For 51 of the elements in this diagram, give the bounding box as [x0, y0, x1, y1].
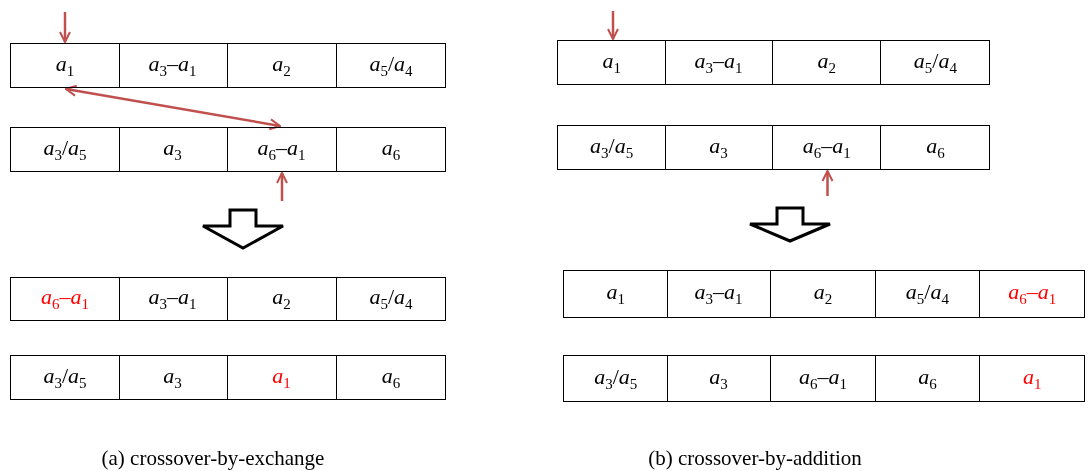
- cell-value: a$_{5}$/a$_{4}$: [369, 284, 413, 314]
- cell-value: a$_{6}$–a$_{1}$: [802, 132, 851, 163]
- cell-value: a$_{3}$–a$_{1}$: [694, 279, 743, 309]
- cell-value: a$_{1}$: [606, 279, 625, 309]
- arrow: [821, 170, 834, 196]
- array-row: [10, 43, 446, 88]
- cell-value: a$_{3}$/a$_{5}$: [43, 134, 87, 165]
- cell-value: a$_{3}$/a$_{5}$: [594, 363, 638, 394]
- cell-value: a$_{6}$–a$_{1}$: [41, 284, 89, 314]
- cell-value: a$_{6}$: [918, 363, 937, 394]
- cell-value: a$_{2}$: [817, 47, 836, 78]
- cell-value: a$_{6}$: [926, 132, 945, 163]
- cell-value: a$_{3}$–a$_{1}$: [694, 47, 743, 78]
- cell-value: a$_{6}$–a$_{1}$: [799, 363, 847, 394]
- cell-value: a$_{1}$: [602, 47, 621, 78]
- cell-value: a$_{5}$/a$_{4}$: [369, 50, 413, 81]
- array-row: [557, 40, 990, 85]
- cell-value: a$_{2}$: [272, 50, 291, 81]
- cell-value: a$_{5}$/a$_{4}$: [913, 47, 957, 78]
- array-row: [563, 355, 1085, 402]
- block-arrow: [748, 206, 832, 243]
- panel-caption: (a) crossover-by-exchange: [101, 446, 325, 471]
- array-row: [557, 125, 990, 170]
- cell-value: a$_{3}$: [709, 132, 728, 163]
- arrow: [607, 11, 619, 40]
- cell-value: a$_{3}$/a$_{5}$: [43, 362, 87, 393]
- arrow: [65, 84, 281, 131]
- cell-value: a$_{2}$: [272, 284, 291, 314]
- array-row: [10, 355, 446, 400]
- panel-caption: (b) crossover-by-addition: [648, 446, 862, 471]
- block-arrow: [201, 208, 285, 250]
- array-row: [10, 127, 446, 172]
- arrow: [59, 12, 71, 43]
- cell-value: a$_{3}$–a$_{1}$: [148, 50, 197, 81]
- cell-value: a$_{6}$: [381, 134, 401, 165]
- cell-value: a$_{2}$: [813, 279, 833, 309]
- cell-value: a$_{6}$–a$_{1}$: [1008, 279, 1057, 309]
- cell-value: a$_{1}$: [55, 50, 75, 81]
- cell-value: a$_{6}$–a$_{1}$: [257, 134, 306, 165]
- array-row: [10, 277, 446, 321]
- cell-value: a$_{3}$: [163, 134, 182, 165]
- cell-value: a$_{3}$: [163, 362, 182, 393]
- cell-value: a$_{6}$: [381, 362, 401, 393]
- cell-value: a$_{3}$/a$_{5}$: [590, 132, 634, 163]
- cell-value: a$_{3}$: [709, 363, 728, 394]
- cell-value: a$_{5}$/a$_{4}$: [905, 279, 949, 309]
- array-row: [563, 270, 1085, 318]
- cell-value: a$_{3}$–a$_{1}$: [148, 284, 197, 314]
- cell-value: a$_{1}$: [272, 362, 291, 393]
- arrow: [276, 172, 288, 201]
- cell-value: a$_{1}$: [1023, 363, 1042, 394]
